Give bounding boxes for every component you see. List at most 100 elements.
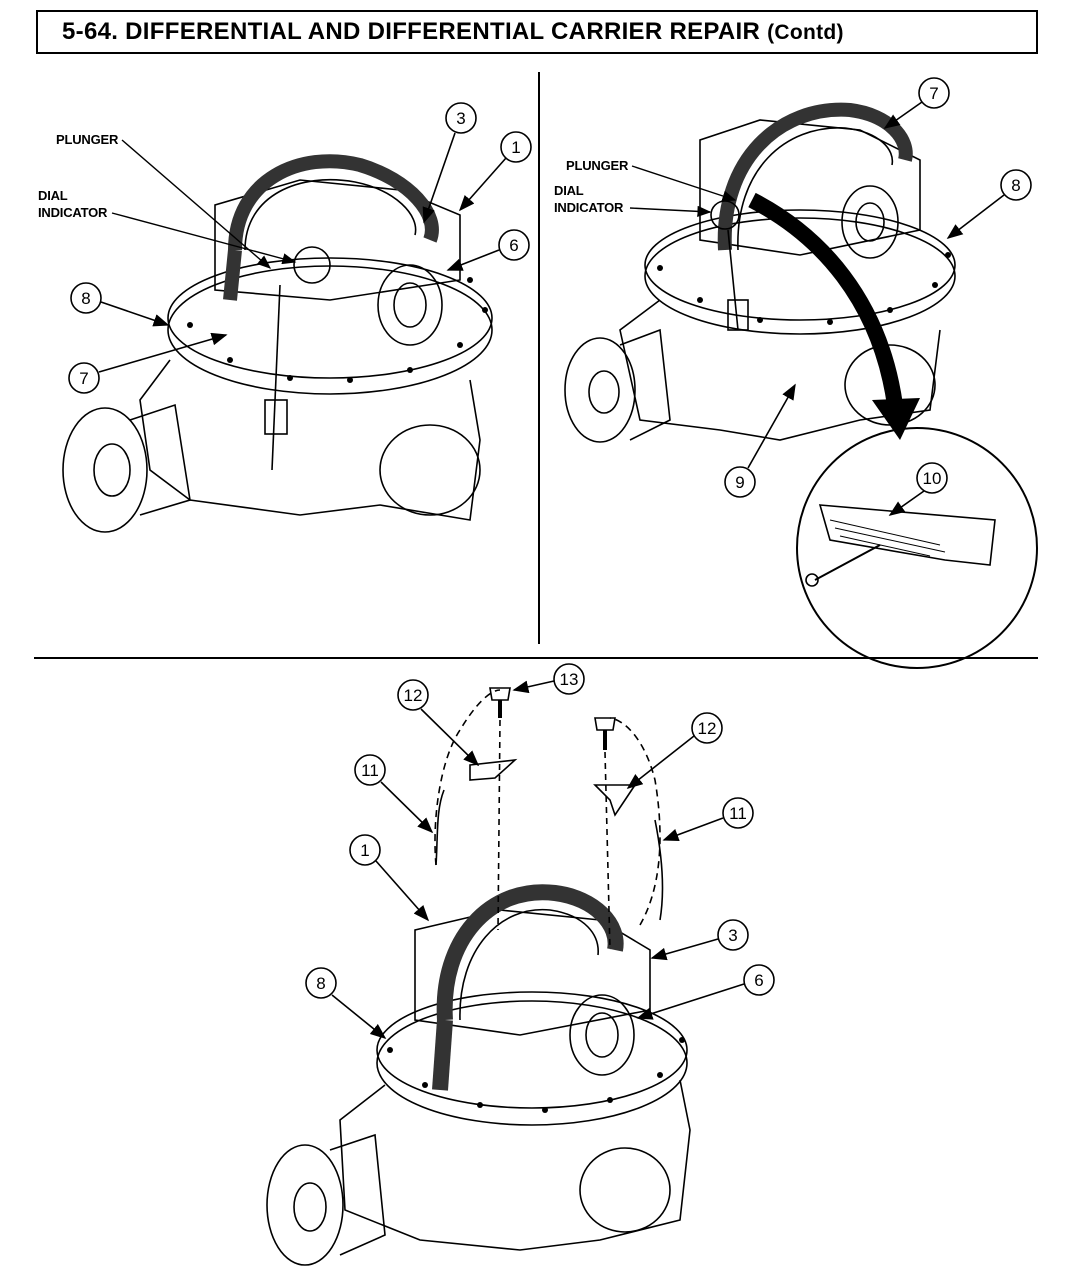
left-flange: [167, 257, 493, 379]
left-indicator-rod: [271, 284, 281, 471]
panel-divider-vertical: [538, 72, 540, 644]
bottom-lock-left: [469, 758, 518, 781]
bottom-pinion-nut: [293, 1182, 327, 1232]
right-pinion-flange: [564, 337, 636, 443]
right-pinion-nut: [588, 370, 620, 414]
left-callout-3: 3: [422, 102, 477, 224]
svg-text:8: 8: [1011, 176, 1020, 195]
right-ring-gear-inner: [737, 127, 894, 251]
right-lower-casing: [619, 299, 941, 441]
section-title-text: 5-64. DIFFERENTIAL AND DIFFERENTIAL CARR…: [62, 18, 761, 45]
left-leader-plunger: [121, 139, 272, 269]
section-title-suffix: (Contd): [767, 21, 844, 44]
right-label-plunger: PLUNGER: [566, 158, 629, 173]
right-flange: [644, 209, 956, 321]
left-callout-1: 1: [458, 131, 532, 212]
right-inset-hatching: [829, 519, 946, 557]
bottom-callout-8: 8: [305, 967, 387, 1040]
right-indicator-clamp: [727, 299, 749, 331]
left-leader-dial: [111, 212, 297, 265]
bottom-wire-right-path: [609, 717, 661, 926]
svg-text:10: 10: [923, 469, 942, 488]
svg-text:8: 8: [316, 974, 325, 993]
right-inset-plunger-ball: [805, 573, 819, 587]
svg-text:9: 9: [735, 473, 744, 492]
right-inset-circle: [796, 427, 1038, 669]
right-pinion-neck: [619, 328, 671, 441]
bottom-callout-6: 6: [636, 964, 775, 1020]
svg-text:1: 1: [511, 138, 520, 157]
left-indicator-clamp: [264, 399, 288, 435]
left-flange-bolts: [187, 277, 488, 383]
right-panel-drawing: [564, 102, 1038, 669]
bottom-callout-13: 13: [512, 663, 585, 695]
bottom-callout-12-right: 12: [626, 712, 723, 789]
right-bearing: [841, 185, 899, 259]
bottom-screw-left-head: [489, 687, 511, 701]
right-indicator-rod: [727, 229, 739, 331]
bottom-wire-right: [654, 819, 664, 921]
bottom-panel-drawing: [266, 687, 691, 1266]
bottom-pinion-neck: [329, 1133, 386, 1256]
right-label-dial-line2: INDICATOR: [554, 200, 624, 215]
right-callout-8: 8: [946, 169, 1032, 239]
right-flange-edge: [644, 217, 956, 335]
svg-text:3: 3: [728, 926, 737, 945]
left-ring-gear-inner: [244, 178, 417, 251]
svg-text:7: 7: [929, 84, 938, 103]
right-callout-9: 9: [724, 383, 796, 498]
bottom-callout-11-right: 11: [662, 797, 754, 841]
right-label-dial-line1: DIAL: [554, 183, 584, 198]
bottom-carrier-body: [414, 909, 651, 1036]
left-callout-8: 8: [70, 282, 170, 327]
left-label-dial-line2: INDICATOR: [38, 205, 108, 220]
bottom-ring-gear-teeth: [436, 884, 624, 1021]
right-leader-plunger: [631, 165, 737, 202]
bottom-pinion-flange: [266, 1144, 344, 1266]
svg-text:1: 1: [360, 841, 369, 860]
bottom-flange-edge: [376, 1000, 688, 1126]
left-panel-drawing: [62, 154, 493, 533]
left-side-cover: [379, 424, 481, 516]
right-callout-10: 10: [888, 462, 948, 516]
left-flange-edge: [167, 265, 493, 395]
bottom-ring-gear-lower: [432, 1019, 453, 1091]
left-callout-7: 7: [68, 332, 228, 394]
bottom-bearing-inner: [585, 1012, 619, 1058]
right-inset-tooth: [818, 504, 996, 566]
section-title-box: 5-64. DIFFERENTIAL AND DIFFERENTIAL CARR…: [36, 10, 1038, 54]
left-dial-indicator: [293, 246, 331, 284]
svg-text:8: 8: [81, 289, 90, 308]
bottom-callout-11-left: 11: [354, 754, 434, 834]
bottom-screw-right-head: [594, 717, 616, 731]
bottom-bearing: [569, 994, 635, 1076]
bottom-callout-12-left: 12: [397, 679, 480, 767]
right-curved-arrow: [748, 192, 903, 407]
left-ring-gear-teeth: [228, 154, 439, 251]
left-pinion-flange: [62, 407, 148, 533]
panel-divider-horizontal: [34, 657, 1038, 659]
bottom-flange-bolts: [387, 1037, 685, 1113]
bottom-callout-3: 3: [650, 919, 749, 961]
bottom-wire-left-path: [434, 689, 501, 866]
bottom-callout-1: 1: [349, 834, 430, 922]
bottom-wire-left: [435, 789, 445, 866]
left-pinion-neck: [129, 403, 191, 516]
right-leader-dial: [629, 205, 712, 217]
left-label-dial-line1: DIAL: [38, 188, 68, 203]
svg-text:13: 13: [560, 670, 579, 689]
left-label-plunger: PLUNGER: [56, 132, 119, 147]
left-pinion-nut: [93, 443, 131, 497]
bottom-lock-right: [593, 784, 637, 817]
left-lower-casing: [139, 359, 481, 521]
svg-text:12: 12: [404, 686, 423, 705]
bottom-lower-casing: [339, 1079, 691, 1251]
left-ring-gear-lower: [223, 249, 242, 301]
right-flange-bolts: [657, 252, 951, 325]
right-bearing-inner: [855, 202, 885, 242]
right-callout-7: 7: [883, 77, 950, 129]
left-bearing-inner: [393, 282, 427, 328]
svg-text:11: 11: [729, 804, 747, 823]
svg-text:12: 12: [698, 719, 717, 738]
